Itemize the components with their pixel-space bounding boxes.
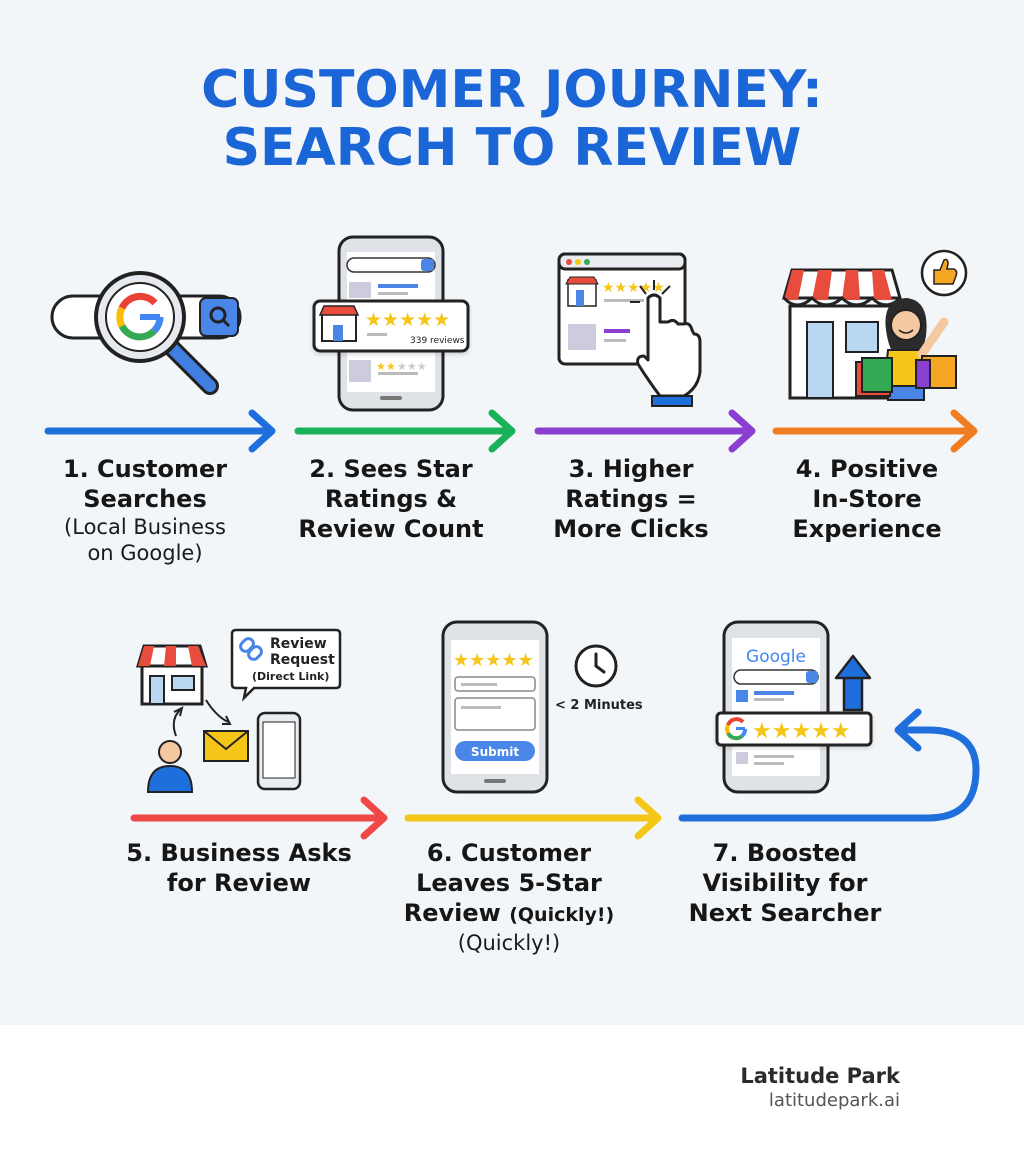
browser-click-icon: ★★★★★ — [557, 252, 702, 407]
title-line-2: SEARCH TO REVIEW — [222, 118, 802, 178]
footer — [0, 1025, 1024, 1154]
step-5-line-1: 5. Business Asks — [126, 839, 352, 867]
step-7-line-1: 7. Boosted — [712, 839, 858, 867]
bubble-line-3: (Direct Link) — [252, 670, 329, 683]
brand-url[interactable]: latitudepark.ai — [768, 1090, 900, 1111]
step-6-line-2: Leaves 5-Star — [416, 869, 602, 897]
step-1-sub-2: on Google) — [87, 541, 203, 565]
svg-text:★★★: ★★★ — [397, 360, 427, 373]
step-6-line-3: Review — [403, 899, 501, 927]
step-6-line-3-row: Review (Quickly!) — [384, 898, 634, 930]
step-1-sub-1: (Local Business — [64, 515, 226, 539]
step-4-line-3: Experience — [792, 515, 942, 543]
up-arrow-icon — [834, 654, 872, 712]
step-1-line-2: Searches — [83, 485, 207, 513]
arrow-step-4 — [772, 409, 978, 453]
step-6-label: 6. Customer Leaves 5-Star Review (Quickl… — [384, 838, 634, 956]
bubble-line-2: Request — [270, 652, 335, 668]
google-logo-text: Google — [746, 647, 806, 667]
step-4-line-2: In-Store — [812, 485, 922, 513]
svg-text:★★: ★★ — [376, 360, 396, 373]
step-5-label: 5. Business Asks for Review — [114, 838, 364, 898]
svg-text:★★★★★: ★★★★★ — [602, 280, 665, 296]
store-shopper-icon — [782, 249, 968, 401]
bubble-line-1: Review — [270, 636, 327, 652]
step-3-line-2: Ratings = — [565, 485, 697, 513]
phone-boosted-icon: Google ★★★★★ — [715, 620, 873, 794]
step-6-line-3-suffix: (Quickly!) — [509, 904, 615, 926]
phone-review-form-icon: ★★★★★ Submit < 2 Minutes — [441, 620, 643, 794]
infographic-canvas — [0, 0, 1024, 1025]
arrow-step-7-loop — [678, 708, 980, 822]
svg-text:★★★★★: ★★★★★ — [752, 719, 851, 744]
step-7-line-3: Next Searcher — [688, 899, 882, 927]
arrow-step-5 — [130, 796, 388, 840]
step-3-label: 3. Higher Ratings = More Clicks — [526, 454, 736, 544]
step-1-line-1: 1. Customer — [62, 455, 228, 483]
title-line-1: CUSTOMER JOURNEY: — [201, 60, 823, 120]
arrow-step-1 — [44, 409, 276, 453]
review-request-icon: Review Request (Direct Link) — [135, 628, 342, 793]
step-7-line-2: Visibility for — [702, 869, 868, 897]
step-2-line-2: Ratings & — [324, 485, 458, 513]
timer-label: < 2 Minutes — [555, 698, 643, 713]
step-2-label: 2. Sees Star Ratings & Review Count — [286, 454, 496, 544]
step-1-label: 1. Customer Searches (Local Business on … — [40, 454, 250, 566]
step-5-line-2: for Review — [166, 869, 312, 897]
step-4-line-1: 4. Positive — [795, 455, 939, 483]
step-7-label: 7. Boosted Visibility for Next Searcher — [660, 838, 910, 928]
magnifier-google-icon — [50, 271, 242, 395]
step-6-line-1: 6. Customer — [426, 839, 592, 867]
arrow-step-3 — [534, 409, 756, 453]
journey-graphics: ★★★★★ 339 reviews ★★ ★★★ ★★★★★ — [44, 235, 980, 840]
brand-block: Latitude Park latitudepark.ai — [740, 1064, 900, 1111]
link-icon — [239, 637, 263, 661]
submit-button-label: Submit — [471, 745, 519, 759]
step-2-line-3: Review Count — [298, 515, 484, 543]
brand-name: Latitude Park — [740, 1064, 900, 1088]
step-2-line-1: 2. Sees Star — [309, 455, 473, 483]
svg-text:★★★★★: ★★★★★ — [453, 650, 534, 671]
clock-icon — [574, 644, 618, 688]
review-count-label: 339 reviews — [410, 336, 465, 346]
svg-text:★★★★★: ★★★★★ — [365, 309, 450, 331]
arrow-step-6 — [404, 796, 662, 840]
step-4-label: 4. Positive In-Store Experience — [762, 454, 972, 544]
step-3-line-3: More Clicks — [553, 515, 709, 543]
arrow-step-2 — [294, 409, 516, 453]
step-3-line-1: 3. Higher — [568, 455, 694, 483]
phone-ratings-icon: ★★★★★ 339 reviews ★★ ★★★ — [312, 235, 470, 412]
step-6-sub-1: (Quickly!) — [457, 931, 561, 955]
